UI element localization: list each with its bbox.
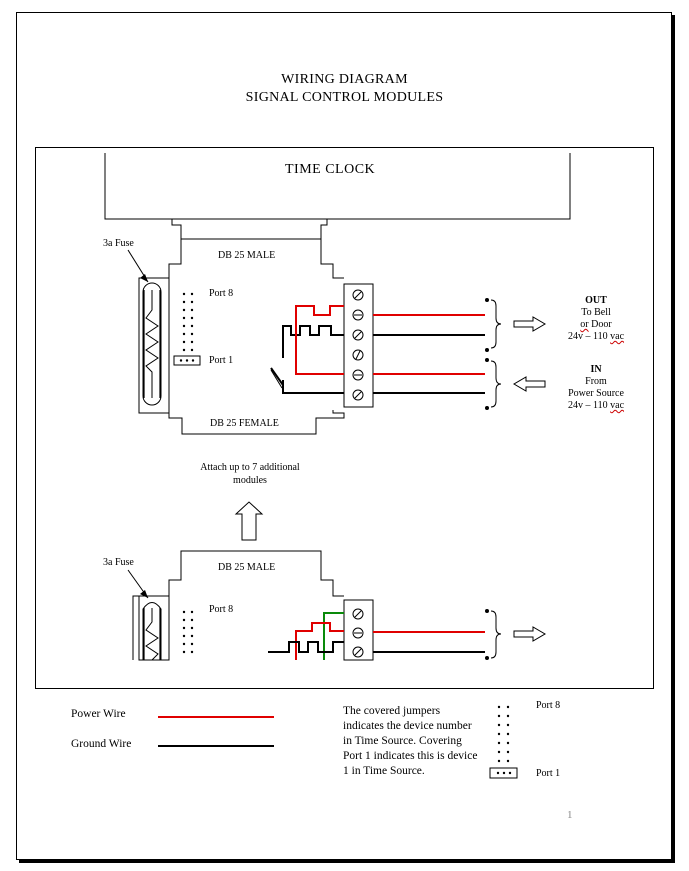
fuse-bottom [138,595,170,661]
in-line3-voltage: 24v – 110 [567,400,611,411]
page [16,12,672,860]
attach-note: Attach up to 7 additional modules [175,461,325,487]
in-line1: From [585,376,607,387]
time-clock-box [104,153,571,220]
power-wire-in [295,315,485,375]
diagram-frame [35,147,654,689]
db25-female-label: DB 25 FEMALE [210,418,279,429]
diagram-subtitle: SIGNAL CONTROL MODULES [245,90,444,105]
attach-line1: Attach up to 7 additional [200,462,300,473]
port8-label-top: Port 8 [209,288,234,299]
port8-label-bottom: Port 8 [209,604,234,615]
out-label-block: OUT To Bell or Door 24v – 110 vac [555,295,637,343]
key-port1-label: Port 1 [536,768,561,779]
jumper-key [489,705,518,779]
wire-end-dots-bottom [485,609,489,660]
key-port8-label: Port 8 [536,700,561,711]
db25-male-label-top: DB 25 MALE [218,250,276,261]
time-clock-plug [171,219,328,240]
out-line2-door: Door [588,319,612,330]
time-clock-label: TIME CLOCK [285,162,376,177]
in-label: IN [590,364,602,375]
brace-out [490,299,502,349]
out-line2: or Door [555,319,637,331]
attach-line2: modules [233,475,267,486]
fuse-label-top: 3a Fuse [103,238,134,249]
jumper-pins-bottom [182,610,194,654]
up-arrow [234,501,264,541]
db25-male-label-bottom: DB 25 MALE [218,562,276,573]
fuse-label-bottom: 3a Fuse [103,557,134,568]
out-line2-or: or [580,319,589,330]
diagram-title: WIRING DIAGRAM [281,72,408,87]
ground-wire-in [270,367,485,394]
module-top-outline [138,239,345,435]
jumper-pins-top [173,292,201,366]
page-number: 1 [567,809,573,821]
legend-ground-label: Ground Wire [71,738,132,750]
in-line3: 24v – 110 vac [555,400,637,412]
terminal-block-bottom [343,599,374,661]
in-line2: Power Source [568,388,624,399]
fuse-top [138,277,170,414]
out-arrow-bottom [513,626,546,642]
power-wire-out [295,305,485,316]
in-arrow [513,376,546,392]
brace-in [490,360,502,408]
in-line3-vac: vac [610,400,625,411]
in-label-block: IN From Power Source 24v – 110 vac [555,364,637,412]
ground-wire-out [282,325,485,358]
legend-power-label: Power Wire [71,708,126,720]
power-wire-bottom [295,622,485,660]
terminal-block-top [343,283,374,408]
out-arrow [513,316,546,332]
port1-label-top: Port 1 [209,355,234,366]
brace-bottom [490,610,502,659]
jumper-note: The covered jumpers indicates the device… [343,705,478,777]
out-label: OUT [585,295,607,306]
green-wire-bottom [323,612,344,660]
out-line3-vac: vac [610,331,625,342]
out-line3: 24v – 110 vac [555,331,637,343]
out-line3-voltage: 24v – 110 [567,331,611,342]
ground-wire-bottom [268,641,485,653]
wire-end-dots-top [485,298,489,410]
out-line1: To Bell [581,307,611,318]
